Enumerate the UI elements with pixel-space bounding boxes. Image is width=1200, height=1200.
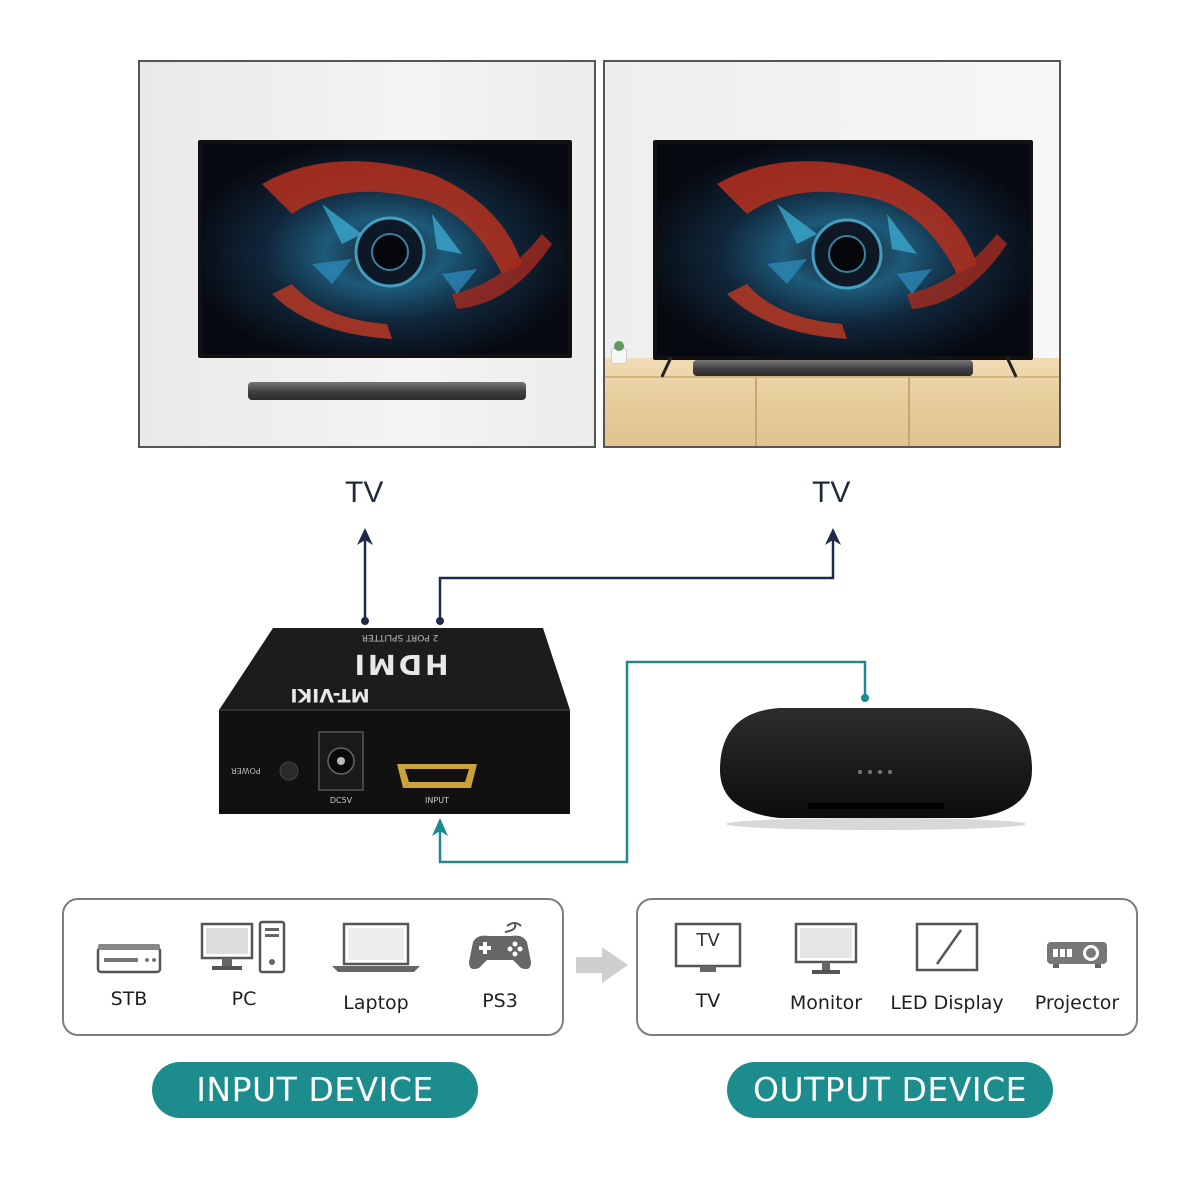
splitter-input-label: INPUT [397, 796, 477, 805]
input-to-output-arrow-icon [572, 945, 632, 985]
input-device-label: PC [194, 988, 294, 1010]
projector-icon [1041, 920, 1113, 976]
tv-screen-left [198, 140, 572, 358]
output-device-projector: Projector [1022, 920, 1132, 1020]
output-devices-card: TV TV Monitor LED Display Pro [636, 898, 1138, 1036]
input-devices-card: STB PC Laptop [62, 898, 564, 1036]
sound-bar-right [693, 360, 973, 376]
input-device-ps3: PS3 [450, 920, 550, 1020]
input-device-pc: PC [194, 920, 294, 1020]
splitter-dc-label: DC5V [319, 796, 363, 805]
output-device-label: TV [660, 990, 756, 1012]
input-device-label: STB [84, 988, 174, 1010]
output-device-label: Monitor [778, 992, 874, 1014]
line-to-right-tv [440, 540, 833, 621]
tv-icon-text: TV [672, 930, 744, 951]
plant-decoration [611, 348, 627, 364]
splitter-hdmi-logo: HDMI [315, 648, 485, 681]
input-device-laptop: Laptop [326, 920, 426, 1020]
sound-bar-left [248, 382, 526, 400]
source-media-box [700, 700, 1052, 830]
tv-screen-right [653, 140, 1033, 360]
gamepad-icon [465, 920, 535, 976]
input-device-title: INPUT DEVICE [152, 1062, 478, 1118]
arrow-head-input [432, 818, 448, 836]
output-tv-label-right: TV [812, 476, 850, 510]
wall-mounted-tv-scene [138, 60, 596, 448]
hdmi-splitter: 2 PORT SPLITTER HDMI MT-VIKI POWER DC5V … [215, 624, 575, 820]
input-device-stb: STB [84, 920, 174, 1020]
stb-icon [94, 934, 164, 984]
output-device-monitor: Monitor [778, 920, 874, 1020]
abstract-artwork-right [657, 144, 1029, 356]
input-device-label: PS3 [450, 990, 550, 1012]
output-device-tv: TV TV [660, 920, 756, 1020]
arrow-head-left-tv [357, 528, 373, 545]
output-tv-label-left: TV [345, 476, 383, 510]
output-device-title: OUTPUT DEVICE [727, 1062, 1053, 1118]
output-device-label: Projector [1022, 992, 1132, 1014]
output-device-label: LED Display [888, 992, 1006, 1014]
splitter-model-text: 2 PORT SPLITTER [315, 632, 485, 642]
output-device-led-display: LED Display [888, 920, 1006, 1020]
input-device-label: Laptop [326, 992, 426, 1014]
splitter-brand: MT-VIKI [265, 684, 395, 706]
monitor-icon [790, 920, 862, 976]
led-display-icon [911, 920, 983, 976]
stand-tv-scene [603, 60, 1061, 448]
splitter-power-label: POWER [231, 766, 261, 775]
pc-icon [198, 920, 290, 976]
abstract-artwork-left [202, 144, 568, 354]
laptop-icon [330, 920, 422, 976]
arrow-head-right-tv [825, 528, 841, 545]
